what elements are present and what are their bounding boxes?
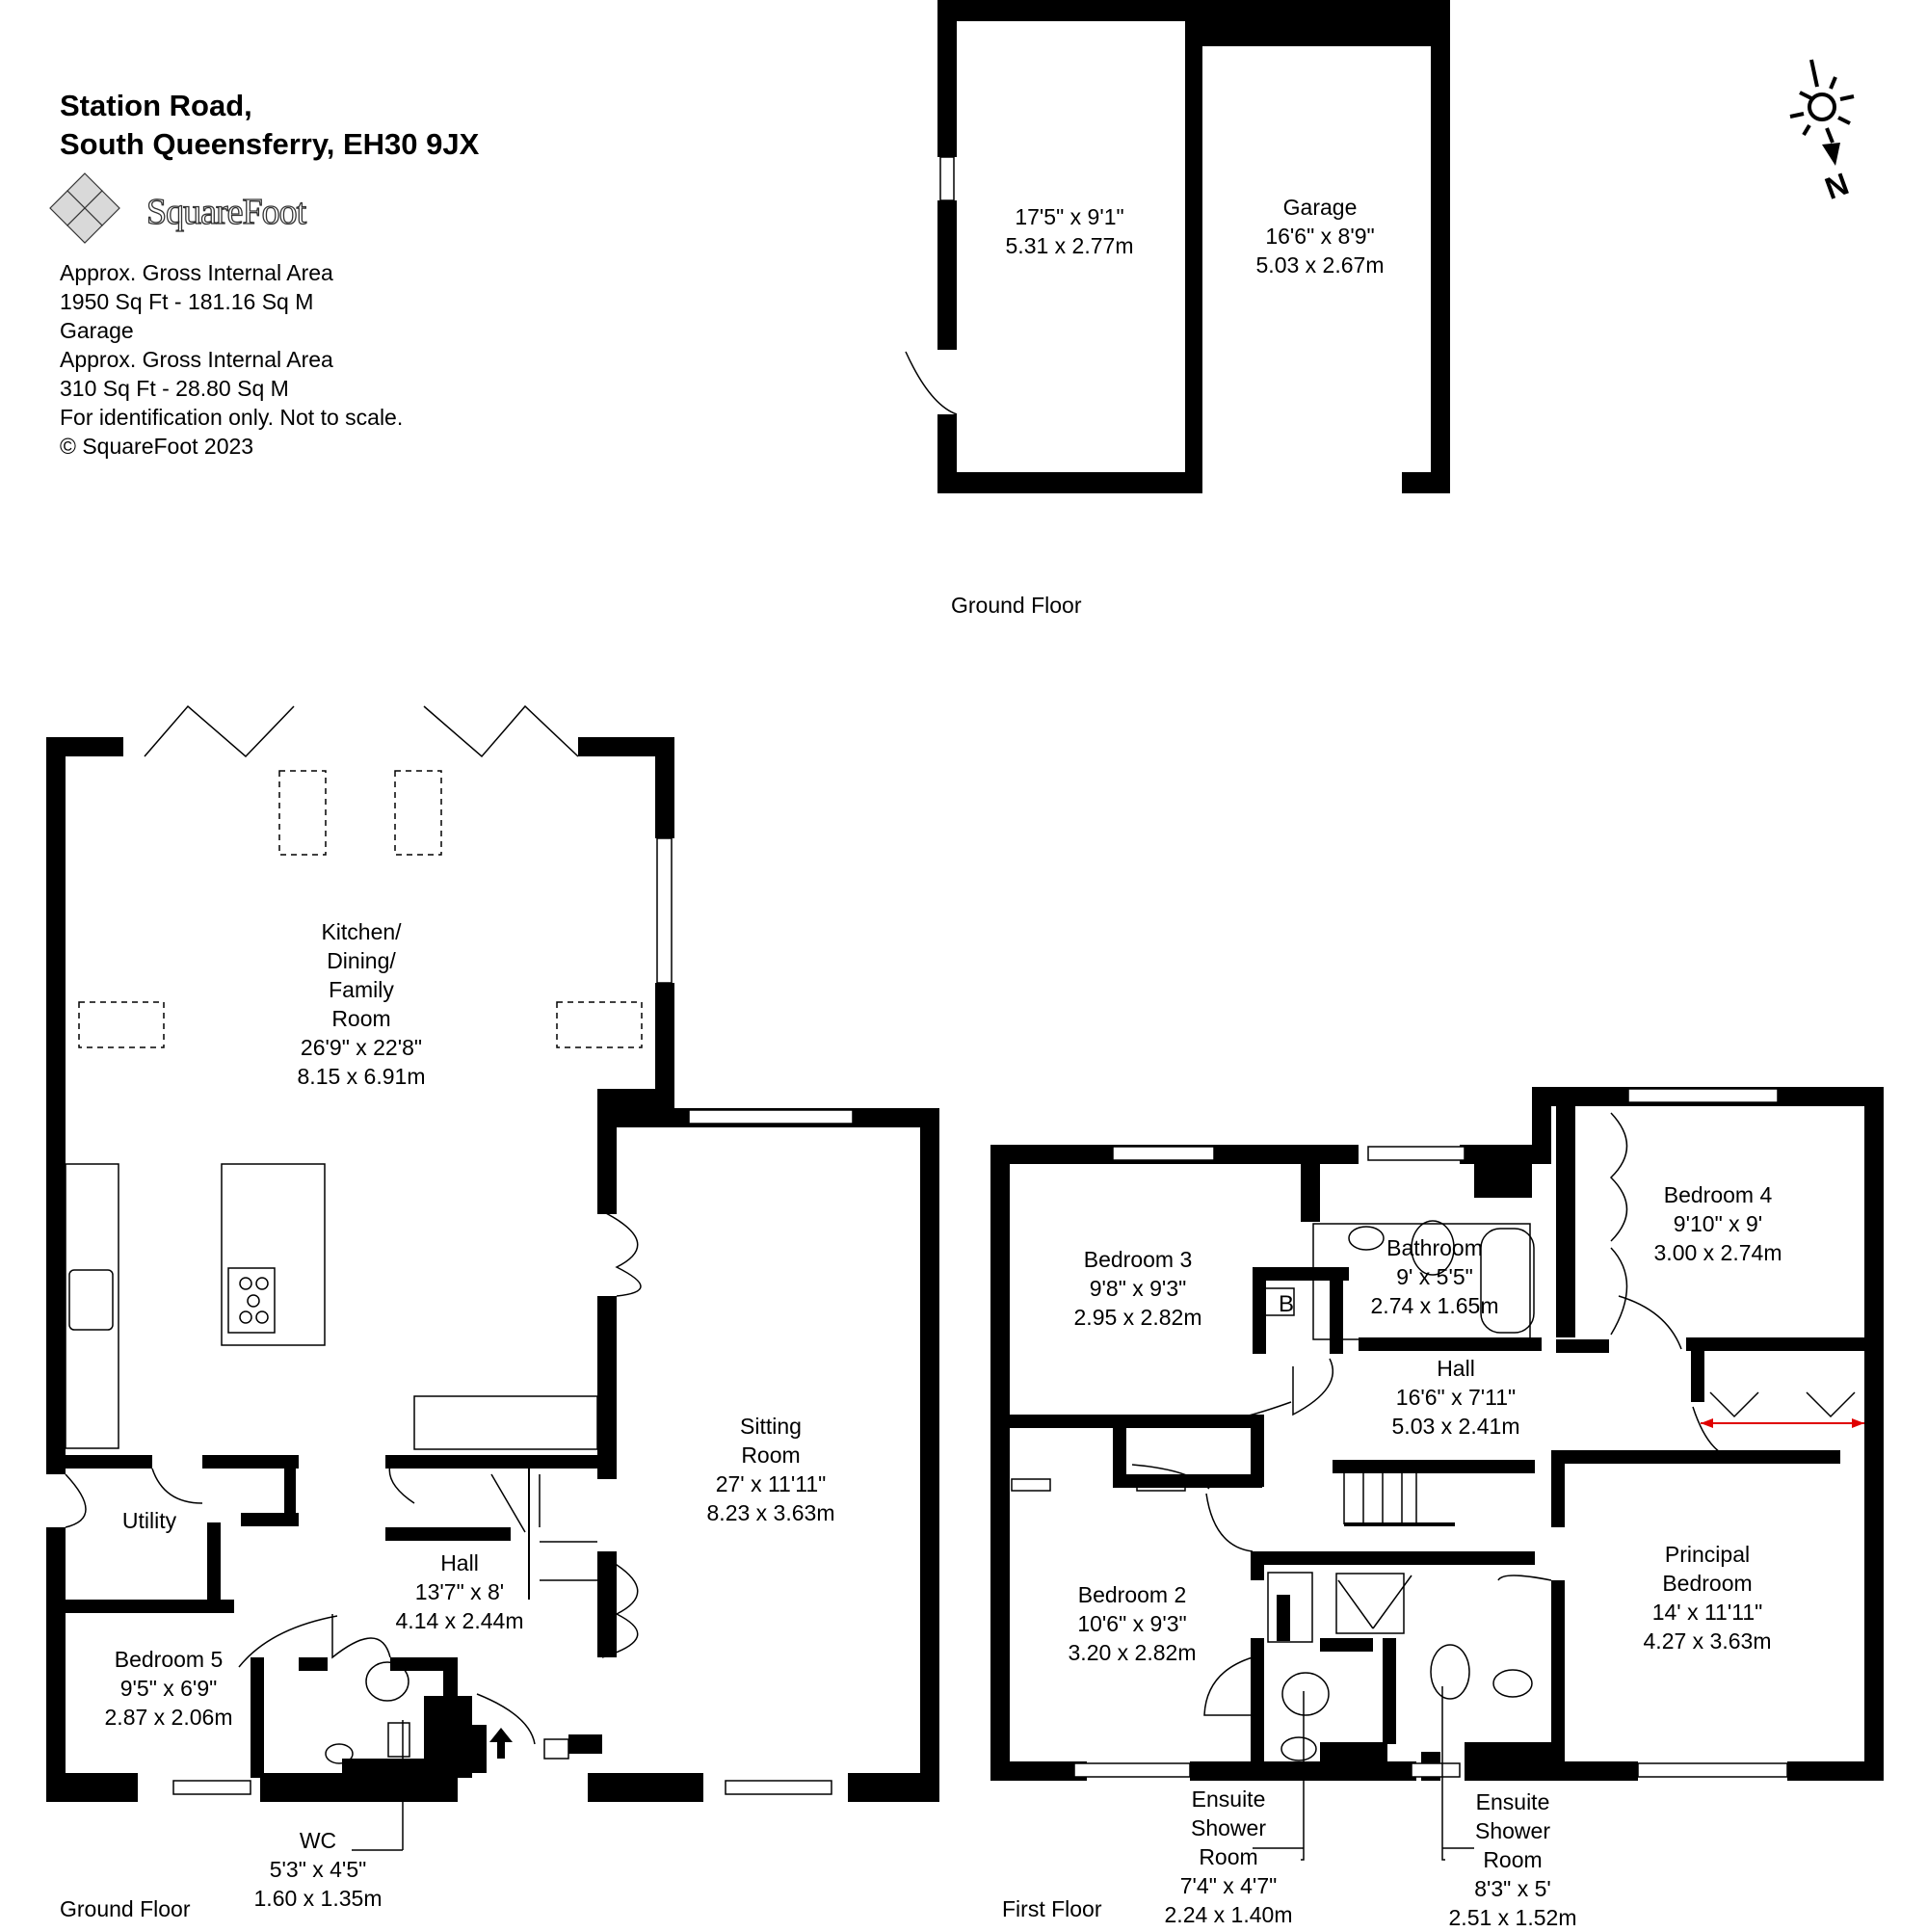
logo: SquareFoot: [60, 173, 479, 251]
room-label-utility: Utility: [122, 1506, 176, 1535]
room-name: Shower: [1475, 1818, 1550, 1843]
entrance-arrow-icon: [489, 1728, 513, 1759]
area-line: Approx. Gross Internal Area: [60, 260, 333, 285]
room-label-bedroom-2: Bedroom 2 10'6" x 9'3" 3.20 x 2.82m: [1069, 1580, 1197, 1667]
room-label-ensuite-2: Ensuite Shower Room 8'3" x 5' 2.51 x 1.5…: [1449, 1787, 1577, 1932]
room-dimensions-metric: 2.24 x 1.40m: [1164, 1902, 1293, 1927]
room-dimensions-imperial: 16'6" x 8'9": [1265, 224, 1375, 249]
squarefoot-logo-icon: [49, 172, 120, 244]
room-name: Sitting: [740, 1414, 802, 1439]
sun-compass-icon: [1789, 59, 1855, 166]
room-dimensions-imperial: 9'10" x 9': [1673, 1211, 1763, 1236]
area-line: 310 Sq Ft - 28.80 Sq M: [60, 376, 289, 401]
copyright: © SquareFoot 2023: [60, 434, 254, 459]
room-name: Room: [1483, 1847, 1543, 1872]
room-name: Bedroom 4: [1663, 1182, 1773, 1207]
room-label-sitting-room: Sitting Room 27' x 11'11" 8.23 x 3.63m: [707, 1412, 835, 1527]
room-dimensions-metric: 4.14 x 2.44m: [395, 1608, 524, 1633]
room-dimensions-metric: 5.03 x 2.67m: [1255, 252, 1385, 278]
room-dimensions-imperial: 9'8" x 9'3": [1089, 1276, 1187, 1301]
room-dimensions-metric: 2.74 x 1.65m: [1370, 1293, 1499, 1318]
room-name: Shower: [1191, 1815, 1266, 1840]
room-dimensions-metric: 3.20 x 2.82m: [1068, 1640, 1197, 1665]
area-summary: Approx. Gross Internal Area 1950 Sq Ft -…: [60, 258, 479, 461]
room-dimensions-metric: 2.95 x 2.82m: [1073, 1305, 1202, 1330]
room-dimensions-imperial: 13'7" x 8': [414, 1579, 505, 1604]
room-dimensions-imperial: 9' x 5'5": [1396, 1264, 1473, 1289]
property-info: Station Road, South Queensferry, EH30 9J…: [60, 87, 479, 461]
room-label-bedroom-5: Bedroom 5 9'5" x 6'9" 2.87 x 2.06m: [105, 1645, 233, 1732]
room-dimensions-metric: 2.87 x 2.06m: [104, 1705, 233, 1730]
room-dimensions-imperial: 26'9" x 22'8": [300, 1035, 423, 1060]
room-dimensions-imperial: 8'3" x 5': [1474, 1876, 1551, 1901]
room-name: Hall: [1437, 1356, 1475, 1381]
room-name: Garage: [1282, 195, 1358, 220]
room-dimensions-metric: 8.15 x 6.91m: [297, 1064, 426, 1089]
room-dimensions-imperial: 5'3" x 4'5": [269, 1857, 367, 1882]
room-name: Bedroom 3: [1083, 1247, 1193, 1272]
room-dimensions-imperial: 14' x 11'11": [1651, 1600, 1763, 1625]
room-name: Ensuite: [1191, 1786, 1266, 1812]
room-name: WC: [299, 1828, 337, 1853]
room-name: Room: [1199, 1844, 1258, 1869]
area-line: For identification only. Not to scale.: [60, 405, 404, 430]
room-name: Room: [741, 1442, 801, 1468]
room-dimensions-imperial: 9'5" x 6'9": [119, 1676, 218, 1701]
room-name: Ensuite: [1475, 1789, 1550, 1814]
room-name: Bedroom 5: [114, 1647, 224, 1672]
address-line-1: Station Road,: [60, 89, 252, 122]
room-dimensions-imperial: 7'4" x 4'7": [1179, 1873, 1278, 1898]
room-label-hall: Hall 13'7" x 8' 4.14 x 2.44m: [396, 1548, 524, 1635]
room-label-principal-bedroom: Principal Bedroom 14' x 11'11" 4.27 x 3.…: [1644, 1540, 1772, 1655]
area-line: 1950 Sq Ft - 181.16 Sq M: [60, 289, 314, 314]
garage-floor-label: Ground Floor: [951, 593, 1082, 618]
room-label-bathroom: Bathroom 9' x 5'5" 2.74 x 1.65m: [1371, 1233, 1499, 1320]
room-dimensions-metric: 3.00 x 2.74m: [1653, 1240, 1782, 1265]
room-label-garage: Garage 16'6" x 8'9" 5.03 x 2.67m: [1256, 193, 1385, 279]
room-dimensions-metric: 1.60 x 1.35m: [253, 1886, 383, 1911]
address-line-2: South Queensferry, EH30 9JX: [60, 127, 480, 161]
room-label-bedroom-3: Bedroom 3 9'8" x 9'3" 2.95 x 2.82m: [1074, 1245, 1202, 1332]
room-name: Bathroom: [1386, 1235, 1483, 1260]
room-label-wc: WC 5'3" x 4'5" 1.60 x 1.35m: [254, 1826, 383, 1913]
room-name: Kitchen/: [321, 919, 402, 944]
room-dimensions-imperial: 16'6" x 7'11": [1395, 1385, 1517, 1410]
room-label-boiler: B: [1279, 1290, 1294, 1319]
boiler-label: B: [1278, 1291, 1295, 1317]
room-dimensions-metric: 2.51 x 1.52m: [1448, 1905, 1577, 1930]
dimension-line: [1701, 1418, 1864, 1428]
fixtures: [65, 351, 1856, 1861]
room-name: Dining/: [327, 948, 396, 973]
walls: [46, 0, 1884, 1802]
room-label-bedroom-4: Bedroom 4 9'10" x 9' 3.00 x 2.74m: [1654, 1180, 1782, 1267]
room-name: Hall: [440, 1550, 479, 1575]
room-dimensions-imperial: 27' x 11'11": [715, 1471, 827, 1496]
room-label-ensuite-1: Ensuite Shower Room 7'4" x 4'7" 2.24 x 1…: [1165, 1785, 1293, 1929]
room-label-kitchen: Kitchen/ Dining/ Family Room 26'9" x 22'…: [298, 917, 426, 1091]
room-dimensions-imperial: 17'5" x 9'1": [1015, 204, 1124, 229]
room-dimensions-metric: 5.03 x 2.41m: [1391, 1414, 1520, 1439]
room-label-store: 17'5" x 9'1" 5.31 x 2.77m: [1006, 202, 1134, 260]
room-name: Room: [331, 1006, 391, 1031]
room-label-first-hall: Hall 16'6" x 7'11" 5.03 x 2.41m: [1392, 1354, 1520, 1441]
room-name: Bedroom: [1662, 1571, 1753, 1596]
logo-text: SquareFoot: [145, 191, 307, 232]
area-line: Garage: [60, 318, 134, 343]
ground-floor-label: Ground Floor: [60, 1896, 191, 1921]
area-line: Approx. Gross Internal Area: [60, 347, 333, 372]
room-dimensions-metric: 4.27 x 3.63m: [1643, 1628, 1772, 1654]
room-name: Bedroom 2: [1077, 1582, 1187, 1607]
room-dimensions-metric: 8.23 x 3.63m: [706, 1500, 835, 1525]
windows: [172, 156, 1788, 1795]
room-dimensions-metric: 5.31 x 2.77m: [1005, 233, 1134, 258]
room-name: Principal: [1664, 1542, 1751, 1567]
first-floor-label: First Floor: [1002, 1896, 1102, 1921]
room-dimensions-imperial: 10'6" x 9'3": [1077, 1611, 1187, 1636]
room-name: Utility: [121, 1508, 177, 1533]
room-name: Family: [329, 977, 394, 1002]
